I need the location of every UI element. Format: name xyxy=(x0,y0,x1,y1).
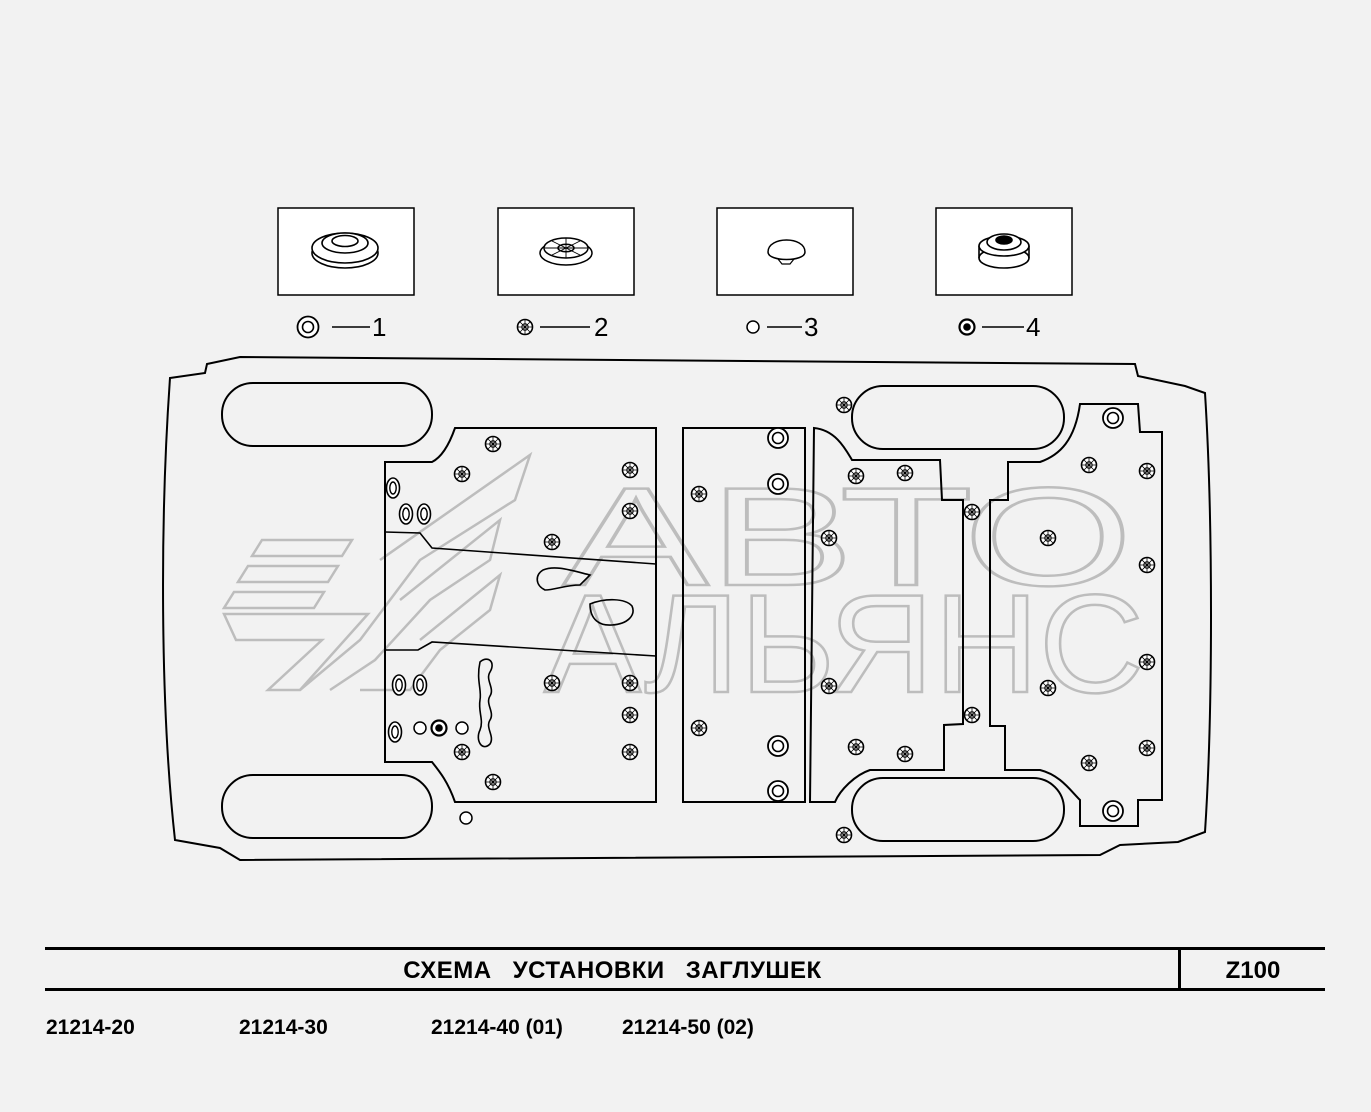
legend-number-2: 2 xyxy=(594,312,608,342)
wheel-well-rear-right xyxy=(851,777,1065,842)
plug-type-2 xyxy=(1080,754,1098,772)
plug-type-2 xyxy=(963,706,981,724)
plug-type-1 xyxy=(385,477,401,499)
legend-item-1: 1 xyxy=(277,207,415,342)
plug-type-2 xyxy=(621,461,639,479)
plug-type-2 xyxy=(963,503,981,521)
ring-plug-icon xyxy=(311,232,379,269)
wheel-well-front-left xyxy=(221,382,433,447)
trunk-floor-panel xyxy=(989,403,1163,827)
plug-type-1 xyxy=(1102,800,1124,822)
plug-type-2 xyxy=(847,738,865,756)
wheel-well-rear-left xyxy=(851,385,1065,450)
plug-type-2 xyxy=(1039,529,1057,547)
plug-type-2 xyxy=(1138,556,1156,574)
plug-type-1 xyxy=(387,721,403,743)
watermark: АВТО АЛЬЯНС xyxy=(221,451,1145,723)
plug-type-2 xyxy=(820,677,838,695)
middle-floor-panel xyxy=(682,427,806,803)
rear-floor-panel xyxy=(808,426,964,803)
plug-type-3 xyxy=(455,721,469,735)
plug-type-1 xyxy=(1102,407,1124,429)
model-code-2: 21214-30 xyxy=(239,1016,328,1039)
front-floor-panel xyxy=(384,427,657,803)
plug-type-2 xyxy=(543,533,561,551)
plug-type-1 xyxy=(391,674,407,696)
model-code-3: 21214-40 (01) xyxy=(431,1016,563,1039)
front-floor-features xyxy=(384,531,657,748)
legend-item-3: 3 xyxy=(716,207,854,342)
plug-type-2 xyxy=(1138,653,1156,671)
plug-type-1 xyxy=(416,503,432,525)
diagram-title: СХЕМА УСТАНОВКИ ЗАГЛУШЕК xyxy=(403,957,822,984)
plug-type-2 xyxy=(453,743,471,761)
plug-type-2 xyxy=(835,396,853,414)
watermark-logo xyxy=(221,451,533,692)
plug-type-1 xyxy=(398,503,414,525)
plug-type-2 xyxy=(1138,462,1156,480)
plug-type-2 xyxy=(621,706,639,724)
plug-type-2 xyxy=(1039,679,1057,697)
plug-type-2 xyxy=(453,465,471,483)
plug-type-2 xyxy=(847,467,865,485)
plug-type-4 xyxy=(430,719,448,737)
plug-type-1 xyxy=(767,780,789,802)
plug-type-2 xyxy=(820,529,838,547)
title-block: СХЕМА УСТАНОВКИ ЗАГЛУШЕК Z100 xyxy=(45,947,1325,991)
legend-number-1: 1 xyxy=(372,312,386,342)
plug-type-2 xyxy=(621,674,639,692)
filled-plug-icon xyxy=(978,233,1030,269)
body-outline xyxy=(162,355,1212,862)
plug-type-2 xyxy=(621,502,639,520)
model-code-4: 21214-50 (02) xyxy=(622,1016,754,1039)
legend-number-4: 4 xyxy=(1026,312,1040,342)
plug-type-2 xyxy=(896,745,914,763)
plug-type-3 xyxy=(459,811,473,825)
plug-type-2 xyxy=(1138,739,1156,757)
diagram-code: Z100 xyxy=(1225,957,1281,984)
watermark-line1: АВТО xyxy=(563,458,1133,615)
plug-type-2 xyxy=(690,719,708,737)
legend-item-2: 2 xyxy=(497,207,635,342)
plug-type-2 xyxy=(621,743,639,761)
plug-type-1 xyxy=(767,473,789,495)
watermark-line2: АЛЬЯНС xyxy=(544,565,1144,722)
wheel-well-front-right xyxy=(221,774,433,839)
plug-type-1 xyxy=(767,427,789,449)
car-underbody xyxy=(162,355,1212,862)
plug-type-1 xyxy=(412,674,428,696)
plug-type-2 xyxy=(835,826,853,844)
vented-plug-icon xyxy=(539,237,593,266)
plug-type-3 xyxy=(413,721,427,735)
legend-item-4: 4 xyxy=(935,207,1073,342)
blank-cap-icon xyxy=(767,239,806,265)
plug-type-2 xyxy=(690,485,708,503)
title-divider xyxy=(1178,950,1181,988)
legend: 1 2 3 xyxy=(277,207,1073,342)
model-code-1: 21214-20 xyxy=(46,1016,135,1039)
plug-type-2 xyxy=(896,464,914,482)
plug-type-2 xyxy=(484,435,502,453)
plug-type-2 xyxy=(1080,456,1098,474)
plug-type-2 xyxy=(543,674,561,692)
plug-type-1 xyxy=(767,735,789,757)
legend-number-3: 3 xyxy=(804,312,818,342)
plug-type-2 xyxy=(484,773,502,791)
